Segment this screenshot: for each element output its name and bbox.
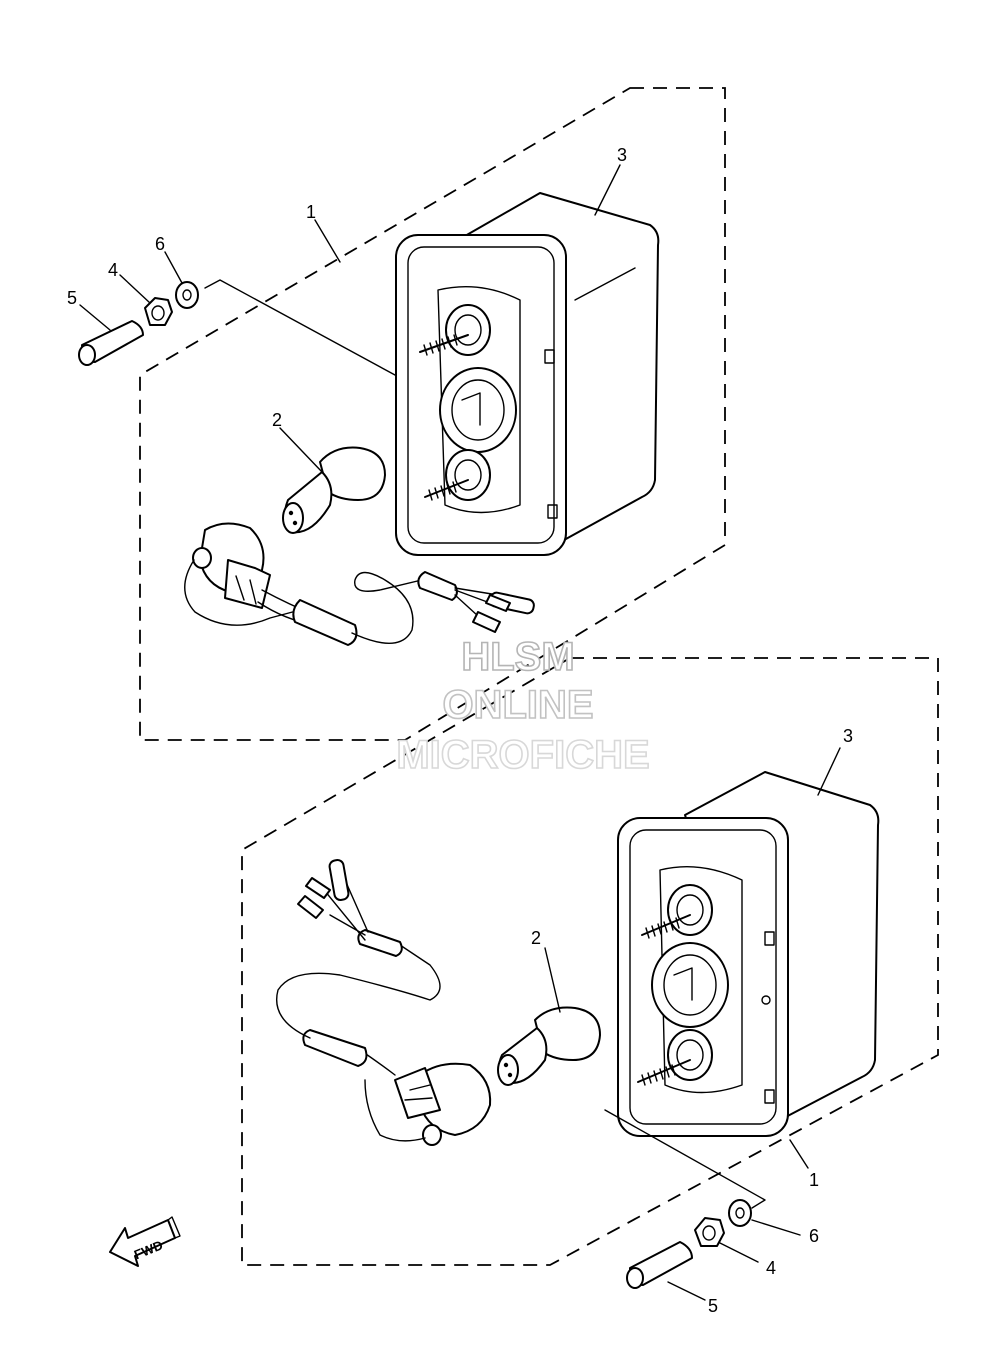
callout-3-upper: 3: [617, 145, 627, 165]
callout-4-upper: 4: [108, 260, 118, 280]
nut-upper[interactable]: [144, 297, 173, 326]
callout-2-upper: 2: [272, 410, 282, 430]
upper-group-outline: [139, 87, 726, 741]
socket-harness-lower[interactable]: [276, 859, 492, 1146]
callout-5-upper: 5: [67, 288, 77, 308]
bulb-lower[interactable]: [497, 1006, 601, 1086]
callout-5-lower: 5: [708, 1296, 718, 1316]
lower-assembly: 1 2 3 4 5 6: [241, 657, 939, 1316]
washer-upper[interactable]: [175, 281, 199, 309]
watermark-line-1: HLSM: [461, 635, 574, 679]
callout-6-lower: 6: [809, 1226, 819, 1246]
callout-2-lower: 2: [531, 928, 541, 948]
callout-4-lower: 4: [766, 1258, 776, 1278]
watermark-line-3: MICROFICHE: [396, 733, 649, 777]
watermark: HLSM ONLINE MICROFICHE: [396, 634, 651, 778]
callout-1-lower: 1: [809, 1170, 819, 1190]
bulb-upper[interactable]: [282, 446, 386, 534]
fwd-arrow-icon: FWD: [109, 1216, 181, 1267]
tail-lamp-housing-upper[interactable]: [395, 192, 660, 556]
callout-1-upper: 1: [306, 202, 316, 222]
washer-lower[interactable]: [728, 1199, 752, 1227]
socket-harness-upper[interactable]: [184, 522, 535, 646]
upper-assembly: 1 2 3 4 5 6: [67, 87, 726, 741]
callout-6-upper: 6: [155, 234, 165, 254]
watermark-line-2: ONLINE: [442, 683, 593, 727]
nut-lower[interactable]: [694, 1217, 725, 1247]
callout-3-lower: 3: [843, 726, 853, 746]
lower-group-outline: [241, 657, 939, 1266]
tail-lamp-housing-lower[interactable]: [617, 771, 880, 1137]
